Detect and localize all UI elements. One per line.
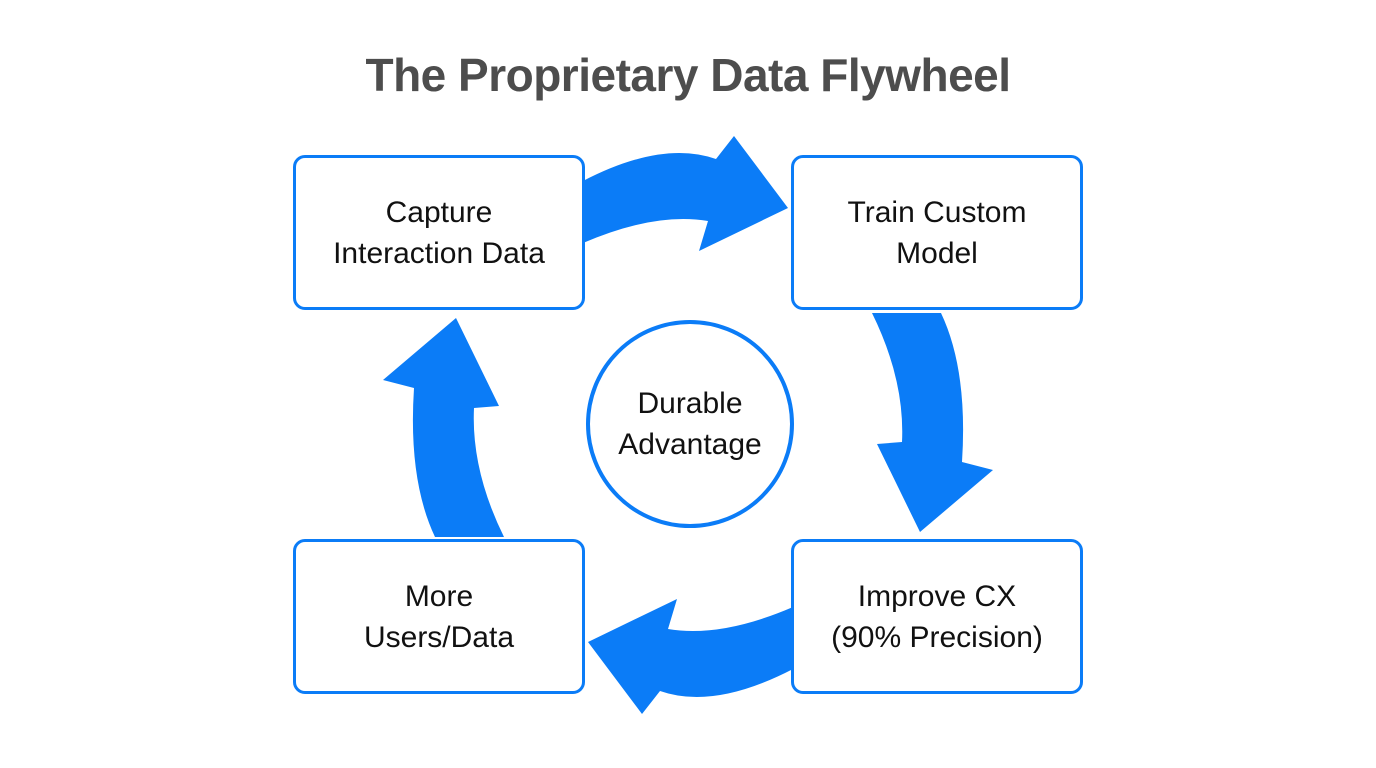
page-title: The Proprietary Data Flywheel bbox=[365, 49, 1011, 101]
node-label-line: (90% Precision) bbox=[831, 620, 1043, 654]
node-label-line: Improve CX bbox=[857, 579, 1017, 613]
node-improve-cx: Improve CX (90% Precision) bbox=[791, 539, 1083, 694]
node-train-custom-model: Train Custom Model bbox=[791, 155, 1083, 310]
node-more-users-data: More Users/Data bbox=[293, 539, 585, 694]
arrow-left-icon bbox=[588, 599, 793, 714]
arrow-down-icon bbox=[872, 313, 993, 532]
hub-label-line: Advantage bbox=[618, 428, 762, 461]
node-label-line: Users/Data bbox=[363, 620, 515, 654]
node-label-line: Model bbox=[896, 236, 978, 270]
arrow-up-icon bbox=[383, 318, 504, 537]
arrow-right-icon bbox=[583, 136, 788, 251]
node-label-line: Capture bbox=[385, 195, 493, 229]
center-circle-durable-advantage: Durable Advantage bbox=[586, 320, 794, 528]
node-label-line: Train Custom bbox=[847, 195, 1027, 229]
hub-label-line: Durable bbox=[637, 387, 743, 420]
node-label-line: Interaction Data bbox=[333, 236, 545, 270]
node-label-line: More bbox=[404, 579, 474, 613]
node-capture-interaction-data: Capture Interaction Data bbox=[293, 155, 585, 310]
